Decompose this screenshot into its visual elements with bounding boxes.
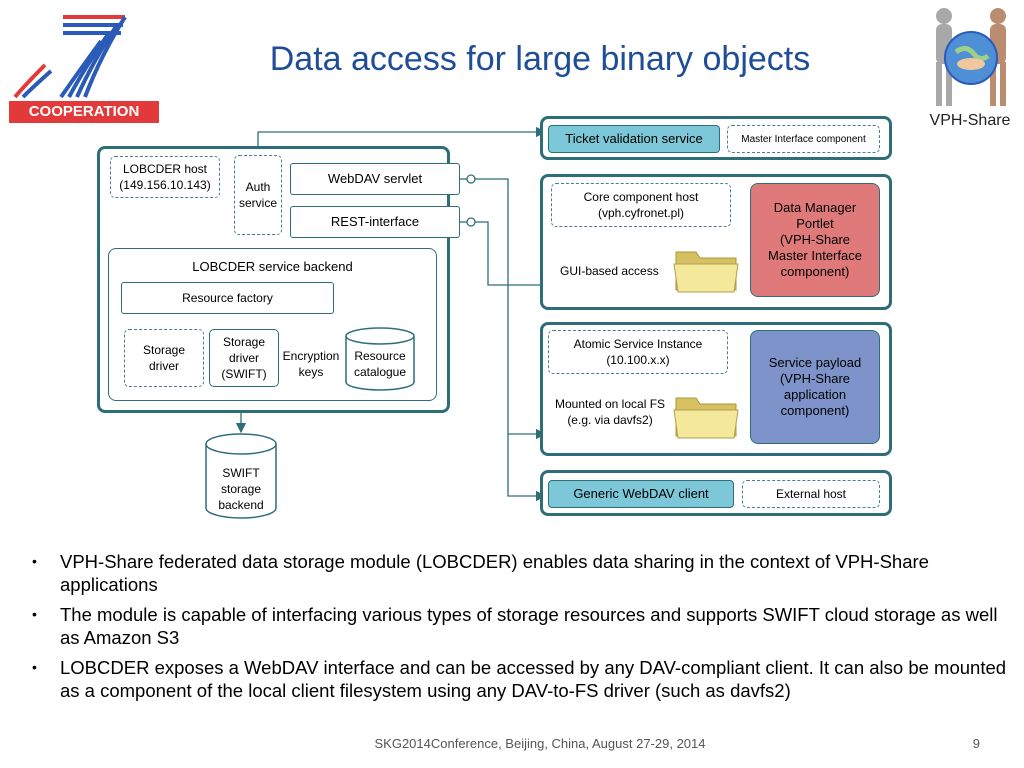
lobcder-host-label: LOBCDER host (149.156.10.143) (110, 156, 220, 198)
swift-backend-cylinder (205, 433, 277, 519)
swift-backend-label: SWIFT storage backend (204, 460, 278, 518)
storage-driver-swift-box: Storage driver (SWIFT) (209, 329, 279, 387)
service-backend-frame (108, 248, 437, 401)
gui-access-label: GUI-based access (560, 264, 659, 278)
external-host-box: External host (742, 480, 880, 508)
lobcder-host-text: LOBCDER host (149.156.10.143) (119, 162, 211, 192)
bullet-list: •VPH-Share federated data storage module… (18, 550, 1018, 709)
folder-icon (670, 390, 742, 442)
bullet-text: LOBCDER exposes a WebDAV interface and c… (60, 657, 1007, 701)
service-payload-box: Service payload (VPH-Share application c… (750, 330, 880, 444)
resource-catalogue-label: Resource catalogue (344, 344, 416, 384)
storage-driver-box: Storage driver (124, 329, 204, 387)
folder-icon (670, 244, 742, 296)
master-interface-text: Master Interface component (741, 133, 866, 145)
ticket-validation-text: Ticket validation service (565, 131, 703, 146)
resource-catalogue-cylinder (345, 327, 415, 391)
bullet-item: •The module is capable of interfacing va… (32, 604, 998, 648)
data-manager-portlet-text: Data Manager Portlet (VPH-Share Master I… (768, 200, 862, 279)
atomic-service-label: Atomic Service Instance (10.100.x.x) (548, 330, 728, 374)
page-number: 9 (972, 736, 980, 751)
service-backend-label: LOBCDER service backend (192, 259, 353, 274)
rest-interface-box: REST-interface (290, 206, 460, 238)
auth-service-box: Auth service (234, 155, 282, 235)
bullet-item: •LOBCDER exposes a WebDAV interface and … (32, 657, 1007, 701)
swift-backend-text: SWIFT storage backend (218, 466, 264, 512)
bullet-item: •VPH-Share federated data storage module… (32, 551, 929, 595)
footer-text: SKG2014Conference, Beijing, China, Augus… (374, 736, 706, 751)
external-host-text: External host (775, 487, 847, 501)
data-manager-portlet-box: Data Manager Portlet (VPH-Share Master I… (750, 183, 880, 297)
resource-catalogue-text: Resource catalogue (353, 349, 407, 379)
generic-webdav-client-text: Generic WebDAV client (573, 486, 709, 501)
page-title: Data access for large binary objects (269, 40, 811, 78)
atomic-service-text: Atomic Service Instance (10.100.x.x) (573, 337, 703, 367)
vph-share-logo: VPH-Share (918, 2, 1022, 134)
storage-driver-text: Storage driver (142, 343, 186, 373)
core-host-text: Core component host (vph.cyfronet.pl) (583, 190, 699, 220)
service-payload-text: Service payload (VPH-Share application c… (768, 355, 862, 418)
fp7-logo: COOPERATION (5, 5, 163, 133)
ticket-validation-box: Ticket validation service (548, 125, 720, 153)
bullet-text: VPH-Share federated data storage module … (60, 551, 929, 595)
generic-webdav-client-box: Generic WebDAV client (548, 480, 734, 508)
vph-share-label: VPH-Share (929, 112, 1011, 129)
resource-factory-box: Resource factory (121, 282, 334, 314)
auth-service-text: Auth service (238, 180, 277, 210)
webdav-servlet-box: WebDAV servlet (290, 163, 460, 195)
master-interface-box: Master Interface component (727, 125, 880, 153)
bullet-text: The module is capable of interfacing var… (60, 604, 998, 648)
core-host-label: Core component host (vph.cyfronet.pl) (551, 183, 731, 227)
mounted-fs-label: Mounted on local FS (e.g. via davfs2) (546, 396, 674, 428)
cooperation-label: COOPERATION (28, 103, 140, 120)
storage-driver-swift-text: Storage driver (SWIFT) (221, 335, 267, 381)
encryption-keys-text: Encryption keys (282, 349, 340, 379)
webdav-servlet-text: WebDAV servlet (327, 171, 423, 186)
rest-interface-text: REST-interface (330, 214, 420, 229)
resource-factory-text: Resource factory (182, 291, 273, 305)
mounted-fs-text: Mounted on local FS (e.g. via davfs2) (554, 397, 666, 427)
encryption-keys-label: Encryption keys (278, 346, 344, 382)
